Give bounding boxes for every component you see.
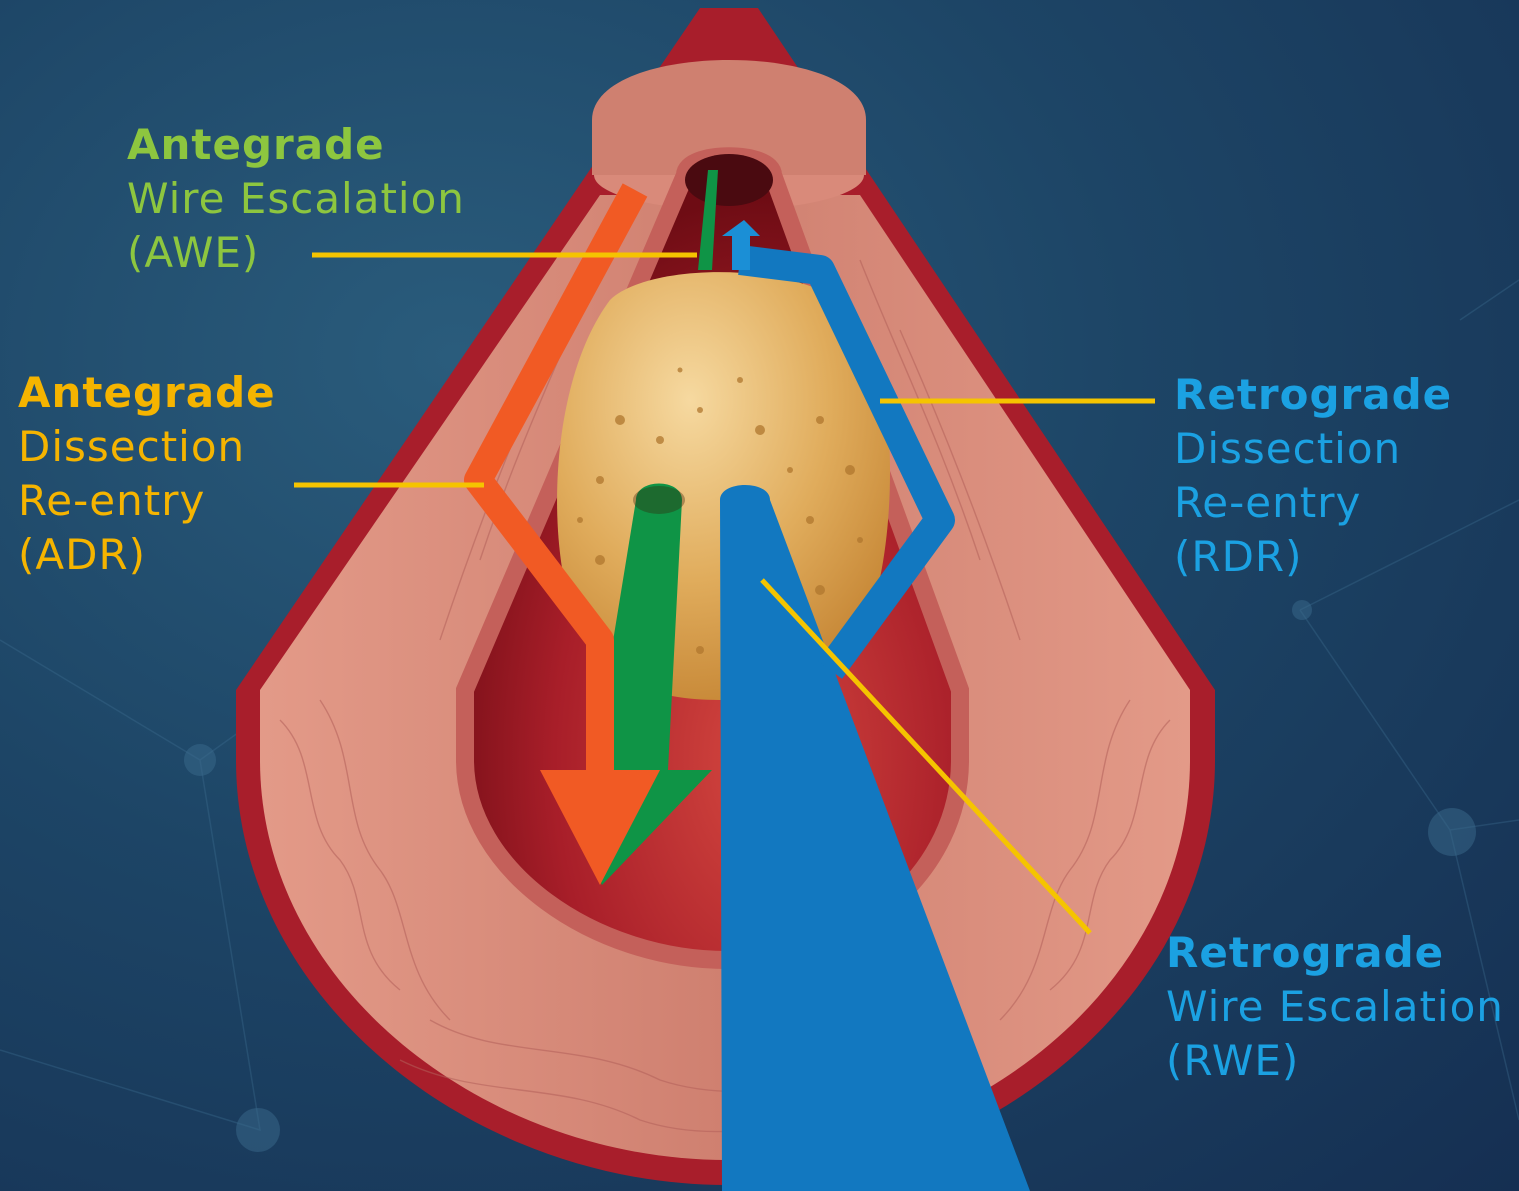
label-adr-line3: (ADR) [18,528,276,582]
label-adr-line2: Re-entry [18,474,276,528]
vessel-top-opening [685,154,773,206]
label-awe-line2: (AWE) [127,226,465,280]
label-adr-line1: Dissection [18,420,276,474]
label-rdr-title: Retrograde [1174,368,1452,422]
label-rwe: Retrograde Wire Escalation (RWE) [1166,926,1504,1088]
label-awe-title: Antegrade [127,118,465,172]
label-rdr-line2: Re-entry [1174,476,1452,530]
label-rdr: Retrograde Dissection Re-entry (RDR) [1174,368,1452,584]
label-adr-title: Antegrade [18,366,276,420]
label-rdr-line3: (RDR) [1174,530,1452,584]
label-rwe-line1: Wire Escalation [1166,980,1504,1034]
label-rwe-line2: (RWE) [1166,1034,1504,1088]
label-awe-line1: Wire Escalation [127,172,465,226]
label-adr: Antegrade Dissection Re-entry (ADR) [18,366,276,582]
label-awe: Antegrade Wire Escalation (AWE) [127,118,465,280]
label-rwe-title: Retrograde [1166,926,1504,980]
label-rdr-line1: Dissection [1174,422,1452,476]
